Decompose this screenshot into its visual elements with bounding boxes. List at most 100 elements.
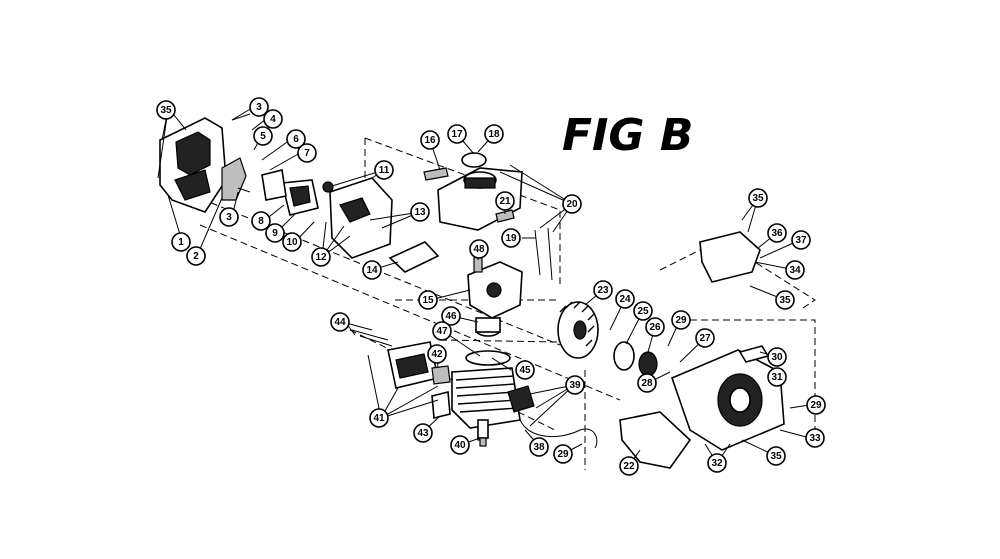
callout-circle	[637, 373, 657, 393]
callout-circle	[251, 211, 271, 231]
fuel-tank	[423, 152, 523, 231]
callout-circle	[791, 230, 811, 250]
callout-44: 44	[330, 312, 350, 332]
callout-circle	[420, 130, 440, 150]
figure-title: FIG B	[562, 110, 693, 161]
callout-34: 34	[785, 260, 805, 280]
callout-circle	[311, 247, 331, 267]
callout-circle	[695, 328, 715, 348]
callout-circle	[645, 317, 665, 337]
callout-37: 37	[791, 230, 811, 250]
cylinder	[451, 367, 521, 441]
callout-number: 15	[422, 295, 434, 306]
callout-35: 35	[156, 100, 176, 120]
callout-27: 27	[695, 328, 715, 348]
callout-circle	[619, 456, 639, 476]
callout-number: 44	[334, 317, 346, 328]
callout-41: 41	[369, 408, 389, 428]
callout-number: 31	[771, 372, 783, 383]
callout-17: 17	[447, 124, 467, 144]
callout-number: 18	[488, 129, 500, 140]
callout-number: 35	[160, 105, 172, 116]
callout-4: 4	[263, 109, 283, 129]
recoil-spring	[638, 351, 658, 377]
callout-35: 35	[775, 290, 795, 310]
flywheel	[557, 301, 599, 359]
callout-48: 48	[469, 239, 489, 259]
starter-housing	[670, 345, 785, 451]
ignition-wire	[519, 419, 598, 449]
callout-29: 29	[671, 310, 691, 330]
crankcase	[467, 251, 523, 319]
engine-shroud	[699, 231, 761, 283]
callout-circle	[253, 126, 273, 146]
callout-10: 10	[282, 232, 302, 252]
starter-pulley	[613, 341, 635, 371]
callout-circle	[565, 375, 585, 395]
callout-number: 13	[414, 207, 426, 218]
callout-26: 26	[645, 317, 665, 337]
carburetor-adapter	[322, 177, 393, 259]
callout-circle	[671, 310, 691, 330]
callout-number: 36	[771, 228, 783, 239]
callout-number: 34	[789, 265, 801, 276]
callout-number: 1	[178, 237, 184, 248]
callout-circle	[767, 347, 787, 367]
callout-circle	[447, 124, 467, 144]
callout-number: 42	[431, 349, 443, 360]
callout-30: 30	[767, 347, 787, 367]
callout-33: 33	[805, 428, 825, 448]
callout-circle	[362, 260, 382, 280]
callout-number: 47	[436, 326, 448, 337]
callout-circle	[249, 97, 269, 117]
callout-circle	[593, 280, 613, 300]
callout-circle	[450, 435, 470, 455]
callout-32: 32	[707, 453, 727, 473]
callout-31: 31	[767, 367, 787, 387]
callout-number: 26	[649, 322, 661, 333]
callout-number: 16	[424, 135, 436, 146]
callout-number: 29	[675, 315, 687, 326]
callout-29: 29	[553, 444, 573, 464]
callout-21: 21	[495, 191, 515, 211]
callout-number: 37	[795, 235, 807, 246]
air-filter-housing	[159, 117, 247, 213]
callout-6: 6	[286, 129, 306, 149]
callout-40: 40	[450, 435, 470, 455]
callout-number: 8	[258, 216, 264, 227]
callout-number: 24	[619, 294, 631, 305]
callout-7: 7	[297, 143, 317, 163]
callout-45: 45	[515, 360, 535, 380]
callout-circle	[707, 453, 727, 473]
callout-18: 18	[484, 124, 504, 144]
callout-39: 39	[565, 375, 585, 395]
callout-number: 43	[417, 428, 429, 439]
piston-assembly	[465, 317, 511, 366]
callout-20: 20	[562, 194, 582, 214]
callout-number: 29	[810, 400, 822, 411]
callout-number: 40	[454, 440, 466, 451]
callout-number: 35	[779, 295, 791, 306]
callout-circle	[529, 437, 549, 457]
callout-number: 7	[304, 148, 310, 159]
callout-circle	[410, 202, 430, 222]
callout-number: 6	[293, 134, 299, 145]
callout-24: 24	[615, 289, 635, 309]
callout-circle	[219, 207, 239, 227]
callout-number: 4	[270, 114, 276, 125]
callout-43: 43	[413, 423, 433, 443]
callout-circle	[775, 290, 795, 310]
callout-16: 16	[420, 130, 440, 150]
callout-circle	[562, 194, 582, 214]
callout-circle	[330, 312, 350, 332]
callout-number: 38	[533, 442, 545, 453]
callout-circle	[767, 367, 787, 387]
callout-25: 25	[633, 301, 653, 321]
callout-circle	[265, 223, 285, 243]
callout-23: 23	[593, 280, 613, 300]
muffler	[387, 341, 451, 420]
callout-number: 48	[473, 244, 485, 255]
callout-number: 10	[286, 237, 298, 248]
callout-35: 35	[766, 446, 786, 466]
